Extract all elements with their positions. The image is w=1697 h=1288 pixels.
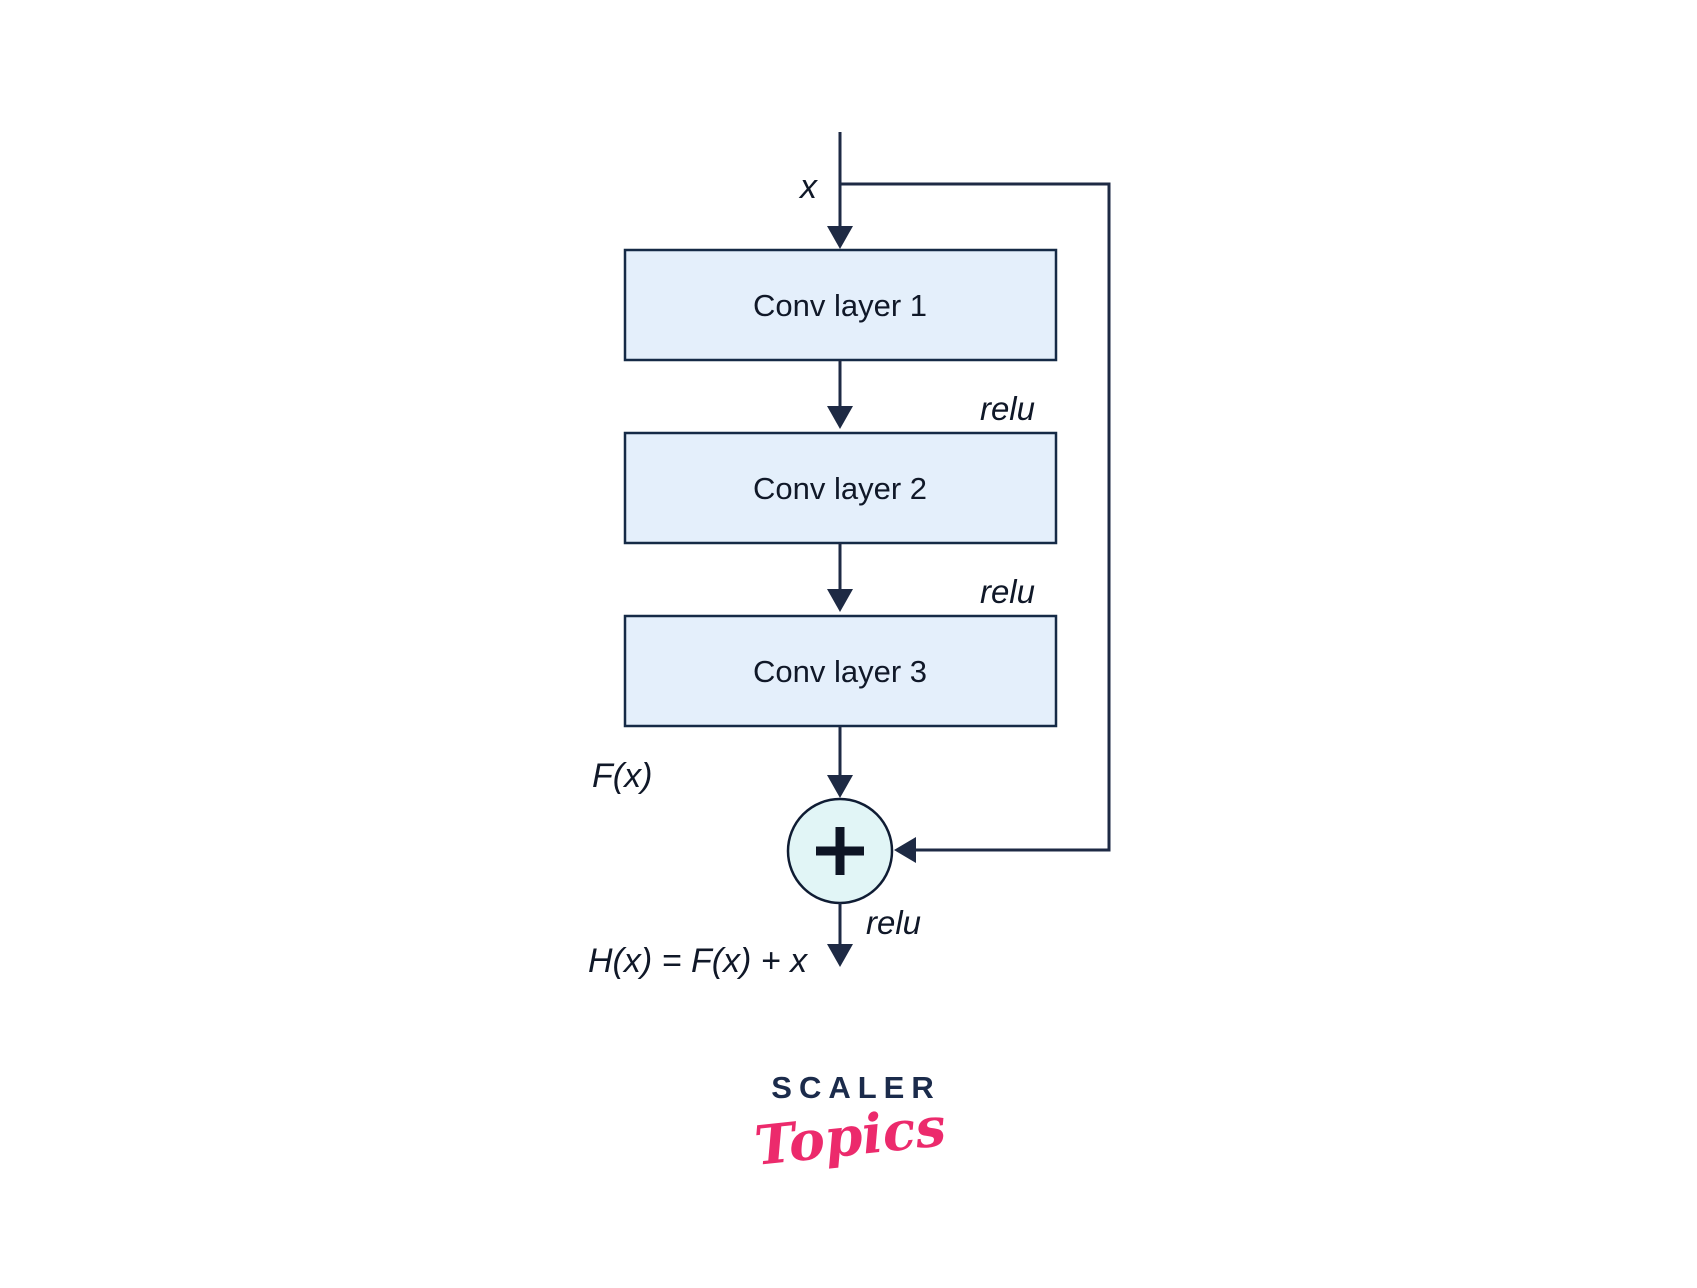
arrow-down-icon bbox=[827, 775, 853, 798]
input-label: x bbox=[798, 168, 818, 206]
skip-connection bbox=[840, 182, 1111, 863]
plus-icon bbox=[816, 827, 864, 875]
output-equation-label: H(x) = F(x) + x bbox=[588, 942, 808, 980]
conv-layer-3: Conv layer 3 bbox=[623, 614, 1058, 728]
scaler-topics-logo: SCALER Topics bbox=[752, 1070, 949, 1178]
arrow-conv3-to-add bbox=[827, 726, 853, 798]
relu-label-3: relu bbox=[866, 904, 921, 941]
logo-brand-text: SCALER bbox=[771, 1070, 940, 1105]
skip-connection-line bbox=[840, 182, 1111, 852]
conv-layer-3-label: Conv layer 3 bbox=[753, 654, 927, 689]
conv-layer-1: Conv layer 1 bbox=[623, 248, 1058, 362]
arrow-down-icon bbox=[827, 944, 853, 967]
add-node bbox=[786, 797, 894, 905]
arrow-down-icon bbox=[827, 406, 853, 429]
arrow-conv2-to-conv3 bbox=[827, 543, 853, 612]
relu-label-2: relu bbox=[980, 573, 1035, 610]
relu-label-1: relu bbox=[980, 390, 1035, 427]
arrow-down-icon bbox=[827, 589, 853, 612]
logo-product-text: Topics bbox=[752, 1094, 949, 1178]
conv-layer-2-label: Conv layer 2 bbox=[753, 471, 927, 506]
conv-layer-3-box bbox=[623, 614, 1058, 728]
arrow-left-icon bbox=[894, 837, 916, 863]
residual-function-label: F(x) bbox=[592, 757, 652, 795]
conv-layer-1-box bbox=[623, 248, 1058, 362]
conv-layer-2: Conv layer 2 bbox=[623, 431, 1058, 545]
conv-layer-1-label: Conv layer 1 bbox=[753, 288, 927, 323]
input-arrow bbox=[827, 132, 853, 249]
arrow-conv1-to-conv2 bbox=[827, 360, 853, 429]
output-arrow bbox=[827, 903, 853, 967]
arrow-down-icon bbox=[827, 226, 853, 249]
